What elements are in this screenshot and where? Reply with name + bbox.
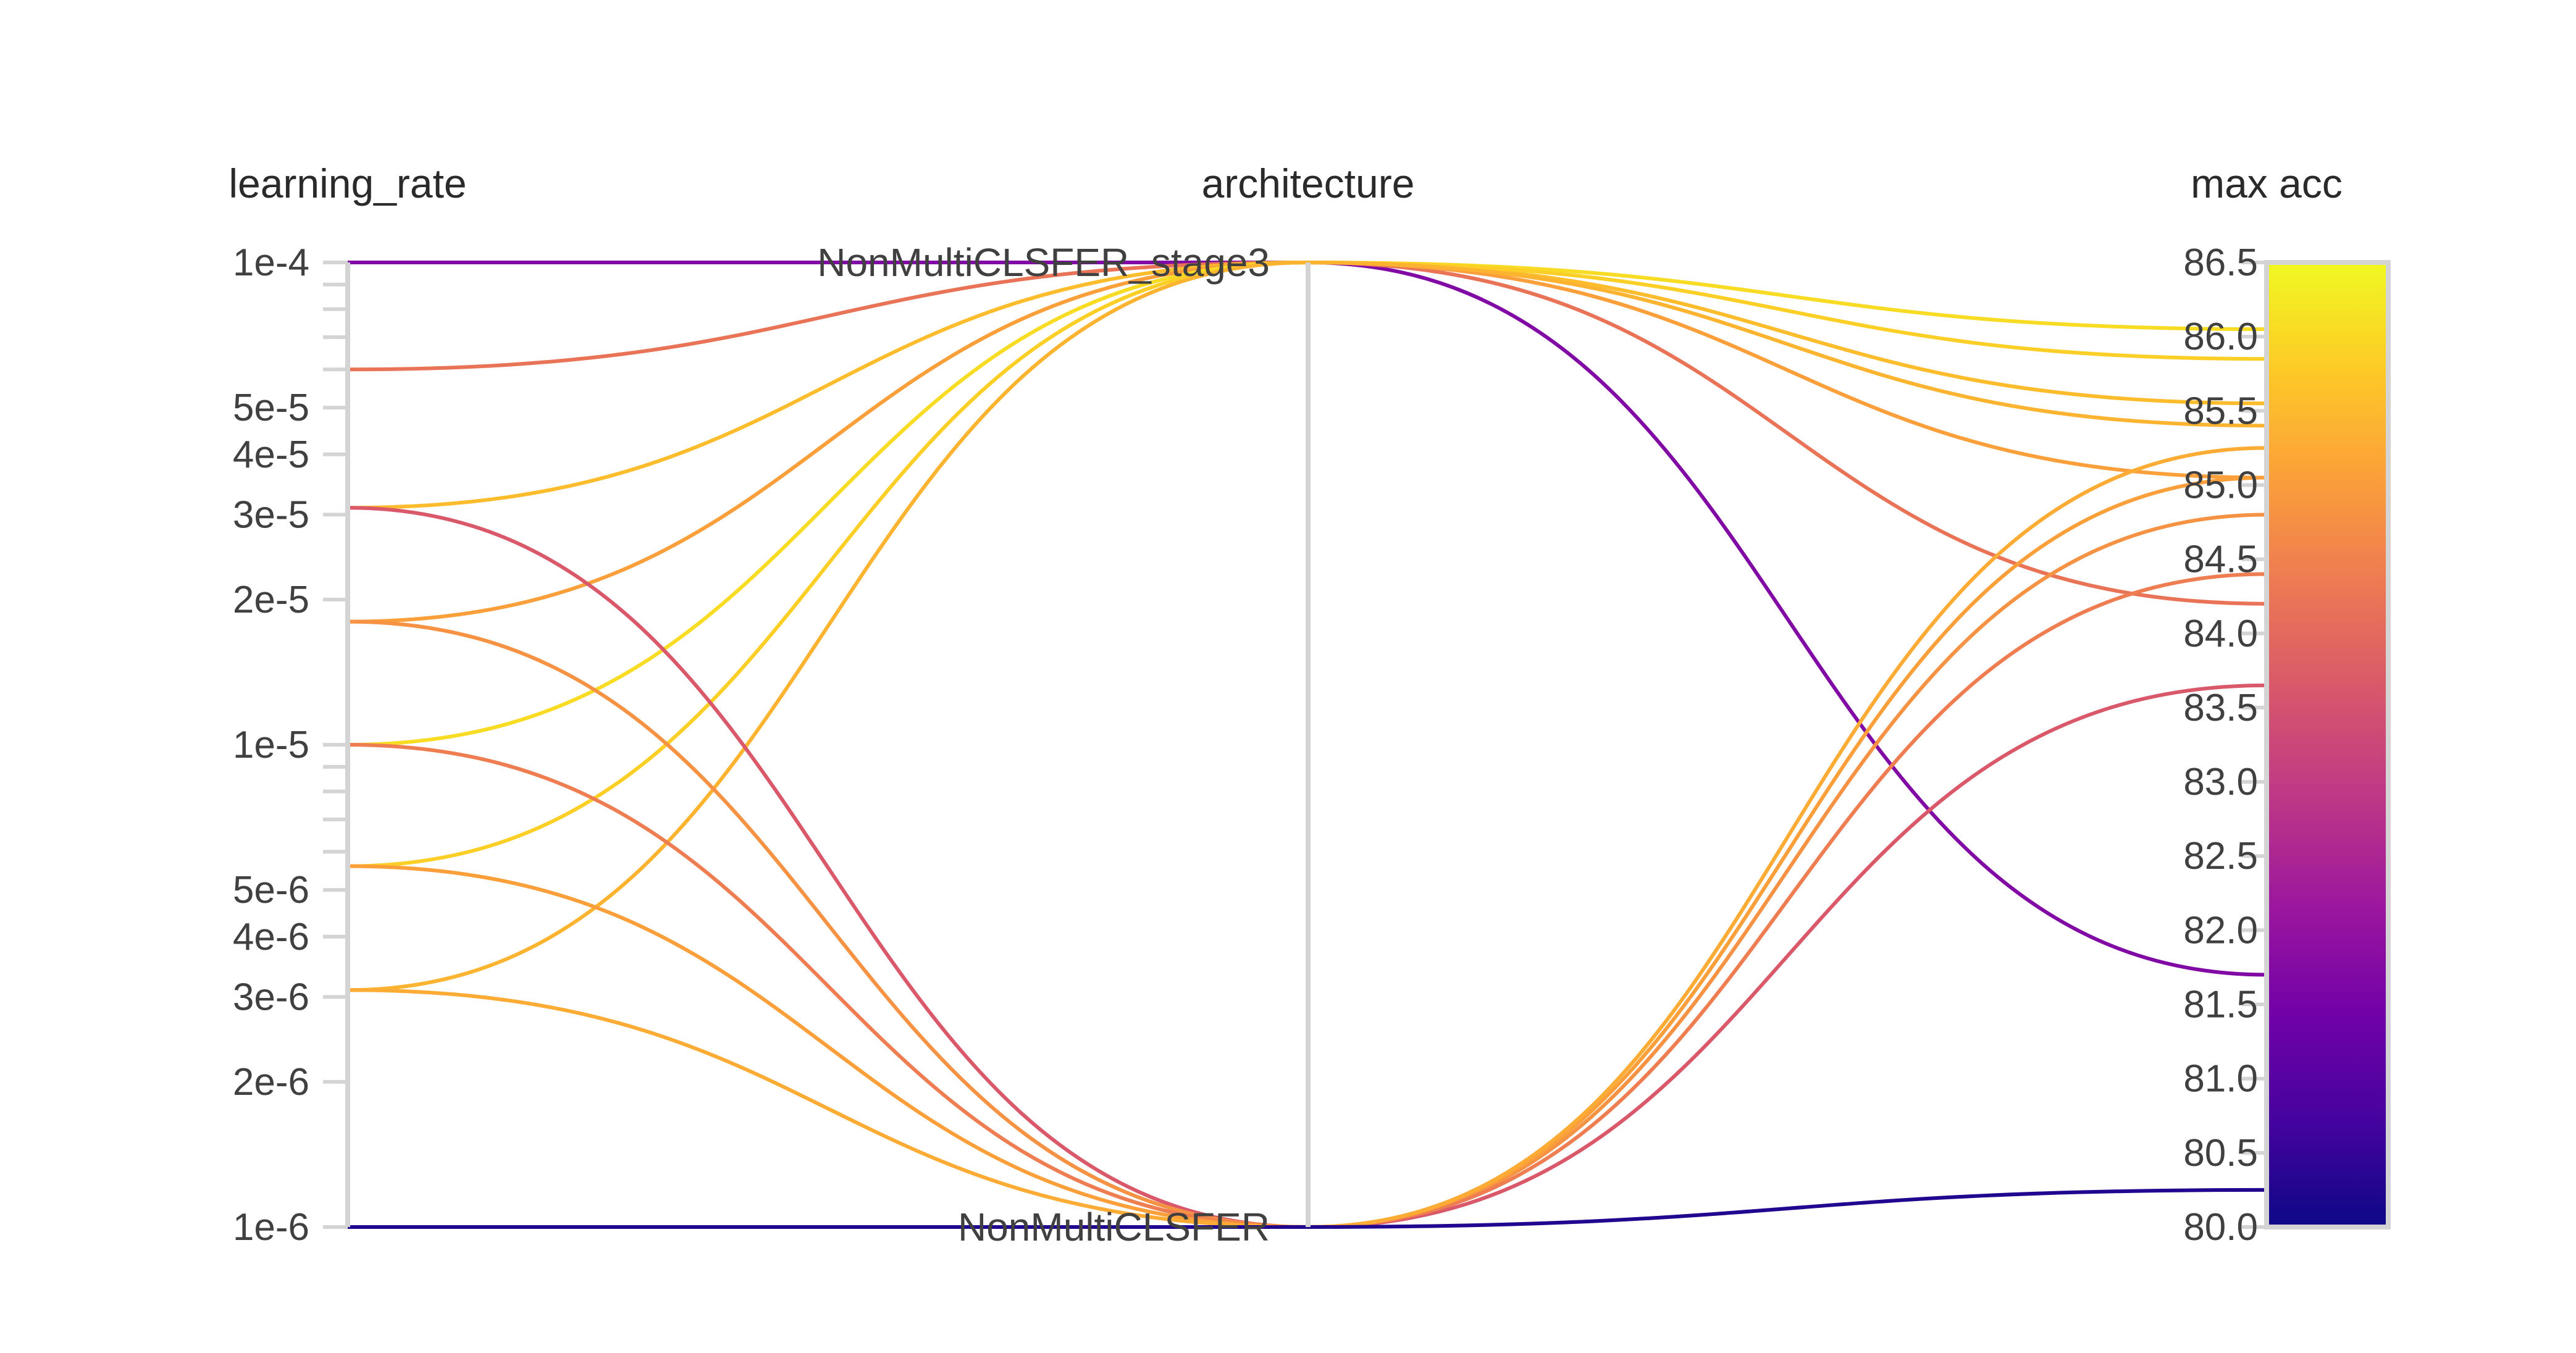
max-acc-tick-label: 81.0: [2183, 1058, 2258, 1100]
max-acc-tick-label: 82.0: [2183, 909, 2258, 952]
run-line-1: [347, 260, 2267, 977]
architecture-axis-title: architecture: [1202, 161, 1415, 206]
max-acc-tick-label: 85.0: [2183, 464, 2258, 506]
max-acc-tick-label: 80.5: [2183, 1132, 2258, 1175]
max-acc-tick-label: 85.5: [2183, 390, 2258, 432]
max-acc-tick-label: 84.0: [2183, 613, 2258, 655]
learning-rate-tick-label: 3e-6: [233, 976, 309, 1018]
max-acc-tick-label: 82.5: [2183, 835, 2258, 878]
architecture-category-label: NonMultiCLSFER_stage3: [817, 240, 1270, 285]
run-line-7: [347, 260, 2267, 992]
run-line-12: [347, 446, 2267, 1229]
labels: 1e-4 5e-5 4e-5 3e-5 2e-5 1e-5 5e-6 4e-6 3e-6 2e-6…: [229, 161, 2343, 1249]
max-acc-tick-label: 81.5: [2183, 984, 2258, 1026]
learning-rate-tick-label: 2e-6: [233, 1061, 309, 1104]
learning-rate-tick-label: 2e-5: [233, 579, 309, 621]
architecture-category-label: NonMultiCLSFER: [958, 1205, 1270, 1249]
learning-rate-tick-label: 1e-5: [233, 724, 309, 766]
max-acc-axis-title: max acc: [2191, 161, 2343, 206]
learning-rate-tick-label: 4e-6: [233, 916, 309, 958]
max-acc-tick-label: 83.5: [2183, 687, 2258, 729]
max-acc-colorbar: [2264, 260, 2391, 1229]
max-acc-tick-label: 86.0: [2183, 316, 2258, 358]
learning-rate-tick-label: 3e-5: [233, 493, 309, 536]
max-acc-tick-label: 84.5: [2183, 538, 2258, 581]
max-acc-tick-label: 86.5: [2183, 241, 2258, 284]
learning-rate-tick-label: 4e-5: [233, 434, 309, 476]
colorbar: [2264, 260, 2391, 1229]
learning-rate-tick-label: 5e-5: [233, 387, 309, 429]
max-acc-tick-label: 80.0: [2183, 1206, 2258, 1249]
learning-rate-tick-label: 1e-4: [233, 241, 309, 284]
max-acc-tick-label: 83.0: [2183, 761, 2258, 803]
axes: [323, 261, 2267, 1229]
learning-rate-axis-title: learning_rate: [229, 161, 466, 206]
learning-rate-tick-label: 5e-6: [233, 869, 309, 911]
learning-rate-tick-label: 1e-6: [233, 1206, 309, 1249]
